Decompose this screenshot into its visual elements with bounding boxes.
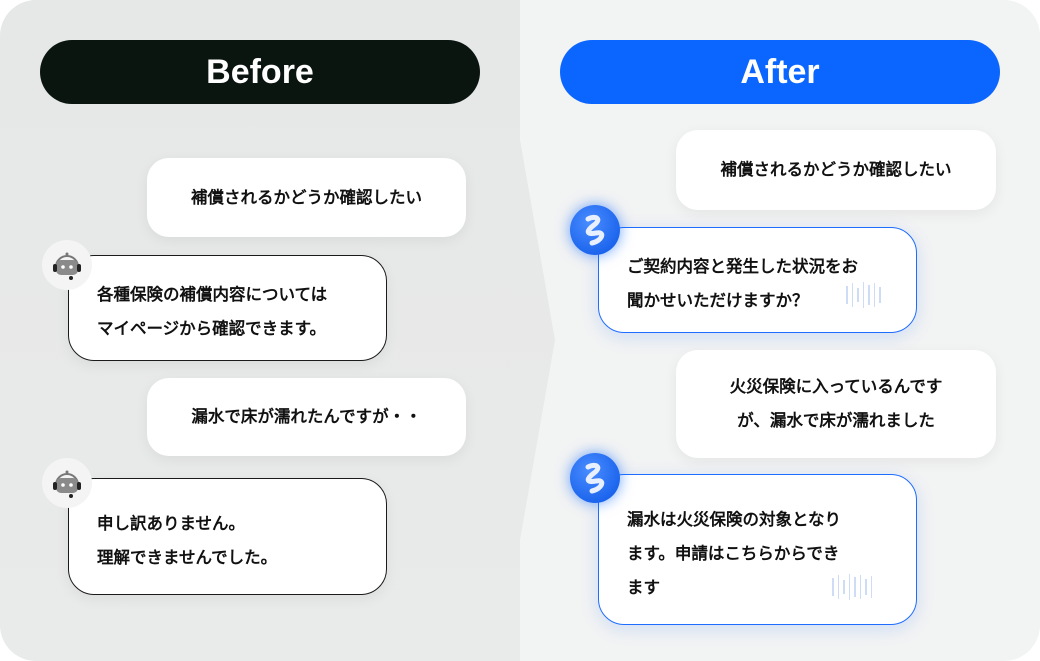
message-line: マイページから確認できます。 xyxy=(97,319,327,338)
message-text: 漏水で床が濡れたんですが・・ xyxy=(191,407,422,426)
robot-avatar-icon xyxy=(42,458,92,508)
user-message: 補償されるかどうか確認したい xyxy=(676,130,996,210)
message-line: 申し訳ありません。 xyxy=(97,513,246,533)
bot-message: ご契約内容と発生した状況をお 聞かせいただけますか？ xyxy=(598,227,917,333)
message-line: ご契約内容と発生した状況をお xyxy=(627,257,858,276)
message-line: 理解できませんでした。 xyxy=(97,547,278,567)
message-line: 聞かせいただけますか？ xyxy=(627,291,809,310)
message-line: ます xyxy=(627,577,660,597)
voice-wave-icon xyxy=(846,282,881,308)
bot-message: 申し訳ありません。 理解できませんでした。 xyxy=(68,478,387,595)
message-line: ます。申請はこちらからでき xyxy=(627,543,840,563)
message-line: 各種保険の補償内容については xyxy=(97,285,328,304)
voice-wave-icon xyxy=(832,574,872,600)
message-line: 漏水は火災保険の対象となり xyxy=(627,509,842,529)
after-label: After xyxy=(560,40,1000,104)
robot-avatar-icon xyxy=(42,240,92,290)
message-line: 火災保険に入っているんです xyxy=(729,377,943,396)
user-message: 火災保険に入っているんです が、漏水で床が濡れました xyxy=(676,350,996,458)
user-message: 補償されるかどうか確認したい xyxy=(147,158,466,237)
message-line: が、漏水で床が濡れました xyxy=(737,411,935,430)
message-text: 補償されるかどうか確認したい xyxy=(720,160,952,179)
bot-message: 各種保険の補償内容については マイページから確認できます。 xyxy=(68,255,387,361)
user-message: 漏水で床が濡れたんですが・・ xyxy=(147,378,466,456)
ai-assistant-avatar-icon xyxy=(570,205,620,255)
ai-assistant-avatar-icon xyxy=(570,453,620,503)
bot-message: 漏水は火災保険の対象となり ます。申請はこちらからでき ます xyxy=(598,474,917,625)
message-text: 補償されるかどうか確認したい xyxy=(191,187,422,207)
before-label: Before xyxy=(40,40,480,104)
